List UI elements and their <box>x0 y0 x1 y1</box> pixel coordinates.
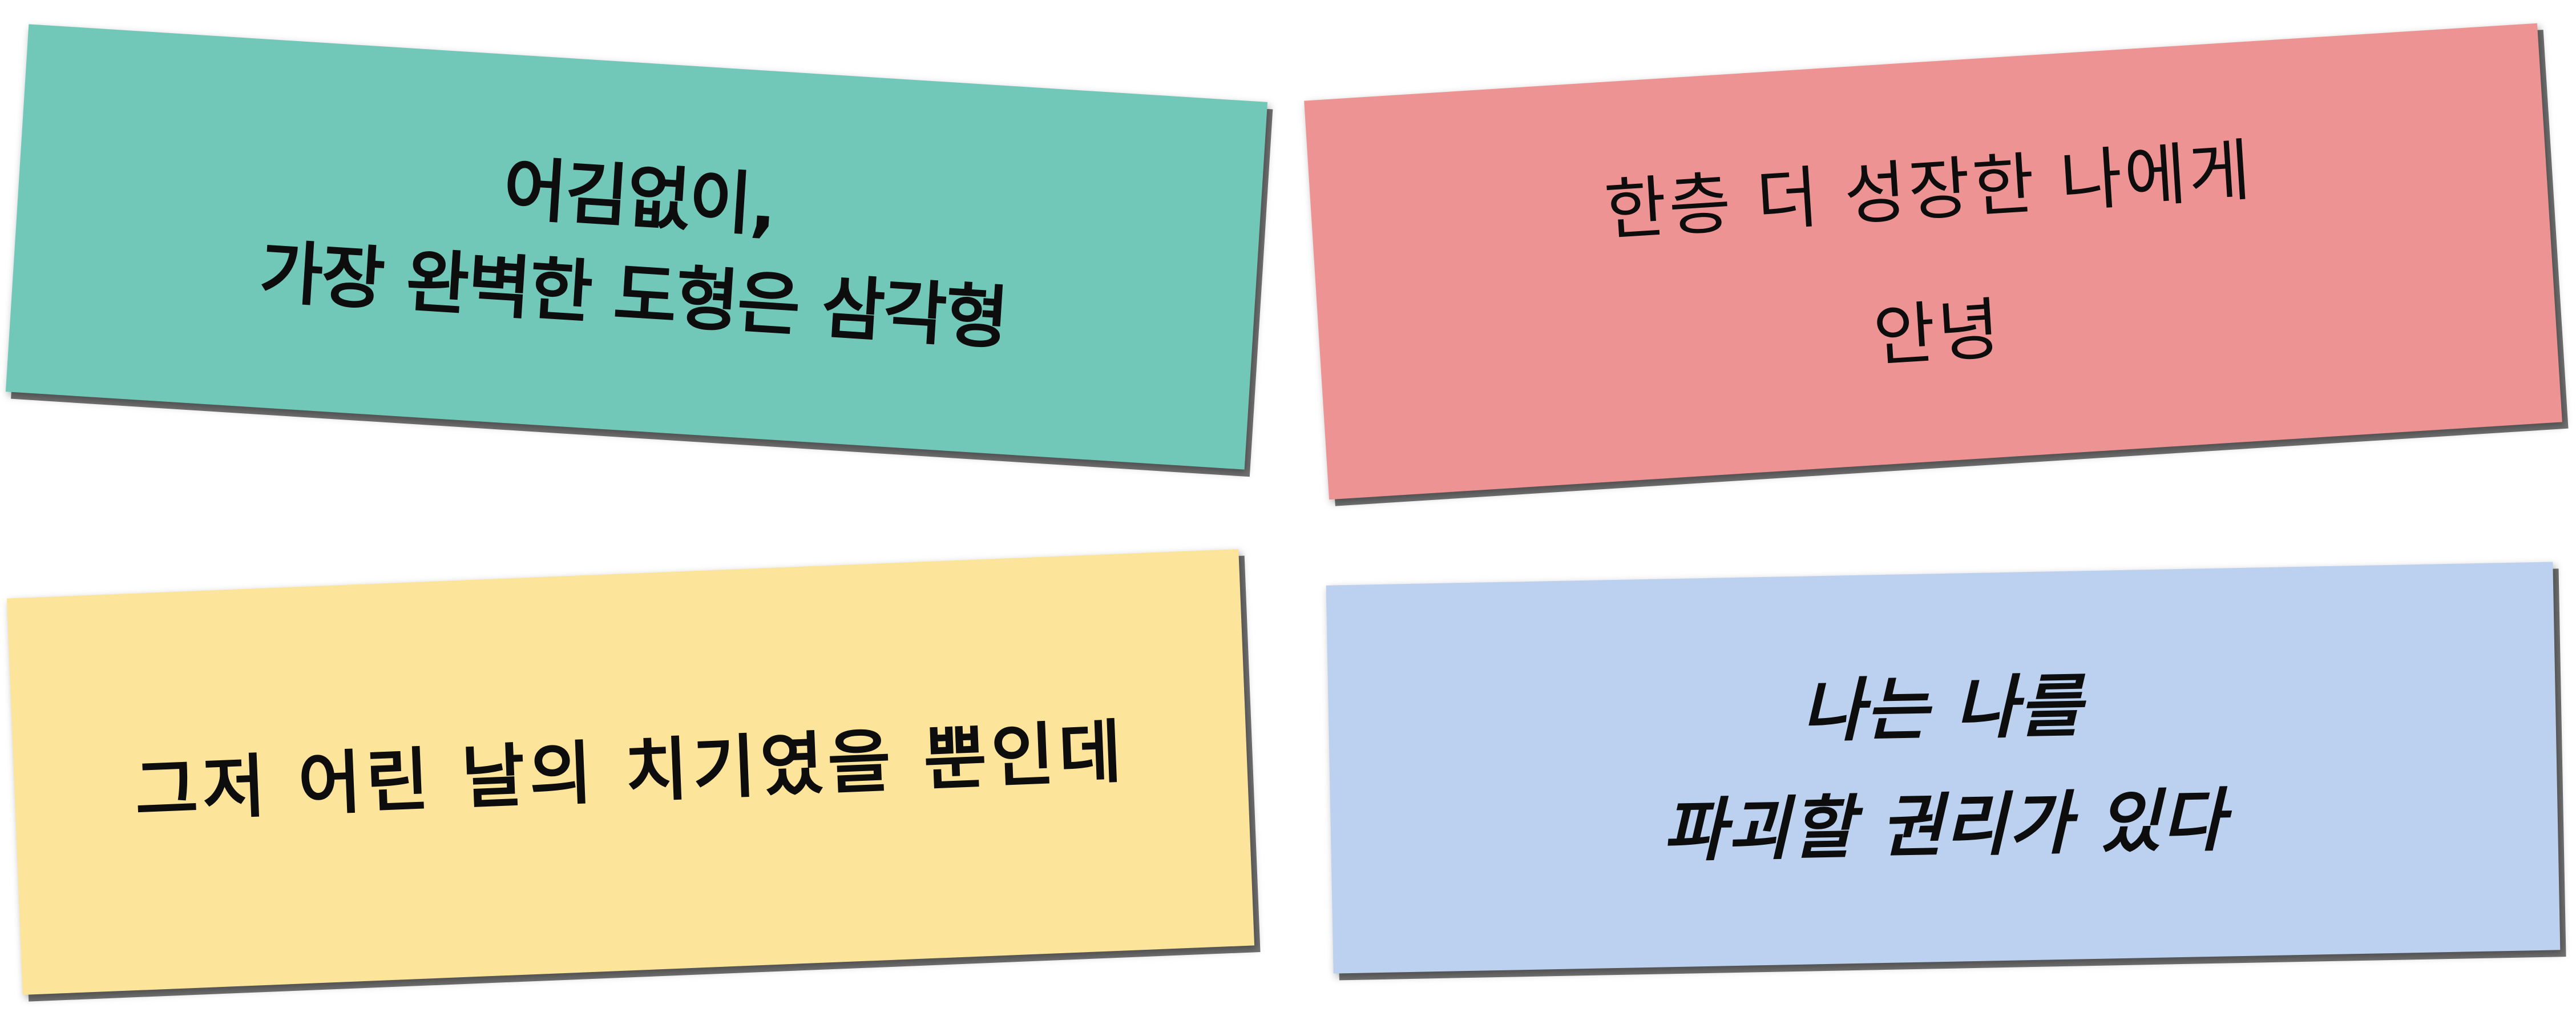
quote-line: 그저 어린 날의 치기였을 뿐인데 <box>133 712 1128 832</box>
quote-line: 파괴할 권리가 있다 <box>1662 781 2227 872</box>
green-quote-card: 어김없이, 가장 완벽한 도형은 삼각형 <box>5 24 1268 470</box>
blue-quote-card: 나는 나를 파괴할 권리가 있다 <box>1326 562 2561 974</box>
pink-quote-card: 한층 더 성장한 나에게 안녕 <box>1304 23 2562 500</box>
quote-line: 어김없이, <box>501 149 778 246</box>
quote-line: 한층 더 성장한 나에게 <box>1602 130 2255 250</box>
yellow-quote-card: 그저 어린 날의 치기였을 뿐인데 <box>6 549 1255 995</box>
quote-line: 안녕 <box>1871 289 2005 376</box>
quote-line: 나는 나를 <box>1800 667 2084 752</box>
